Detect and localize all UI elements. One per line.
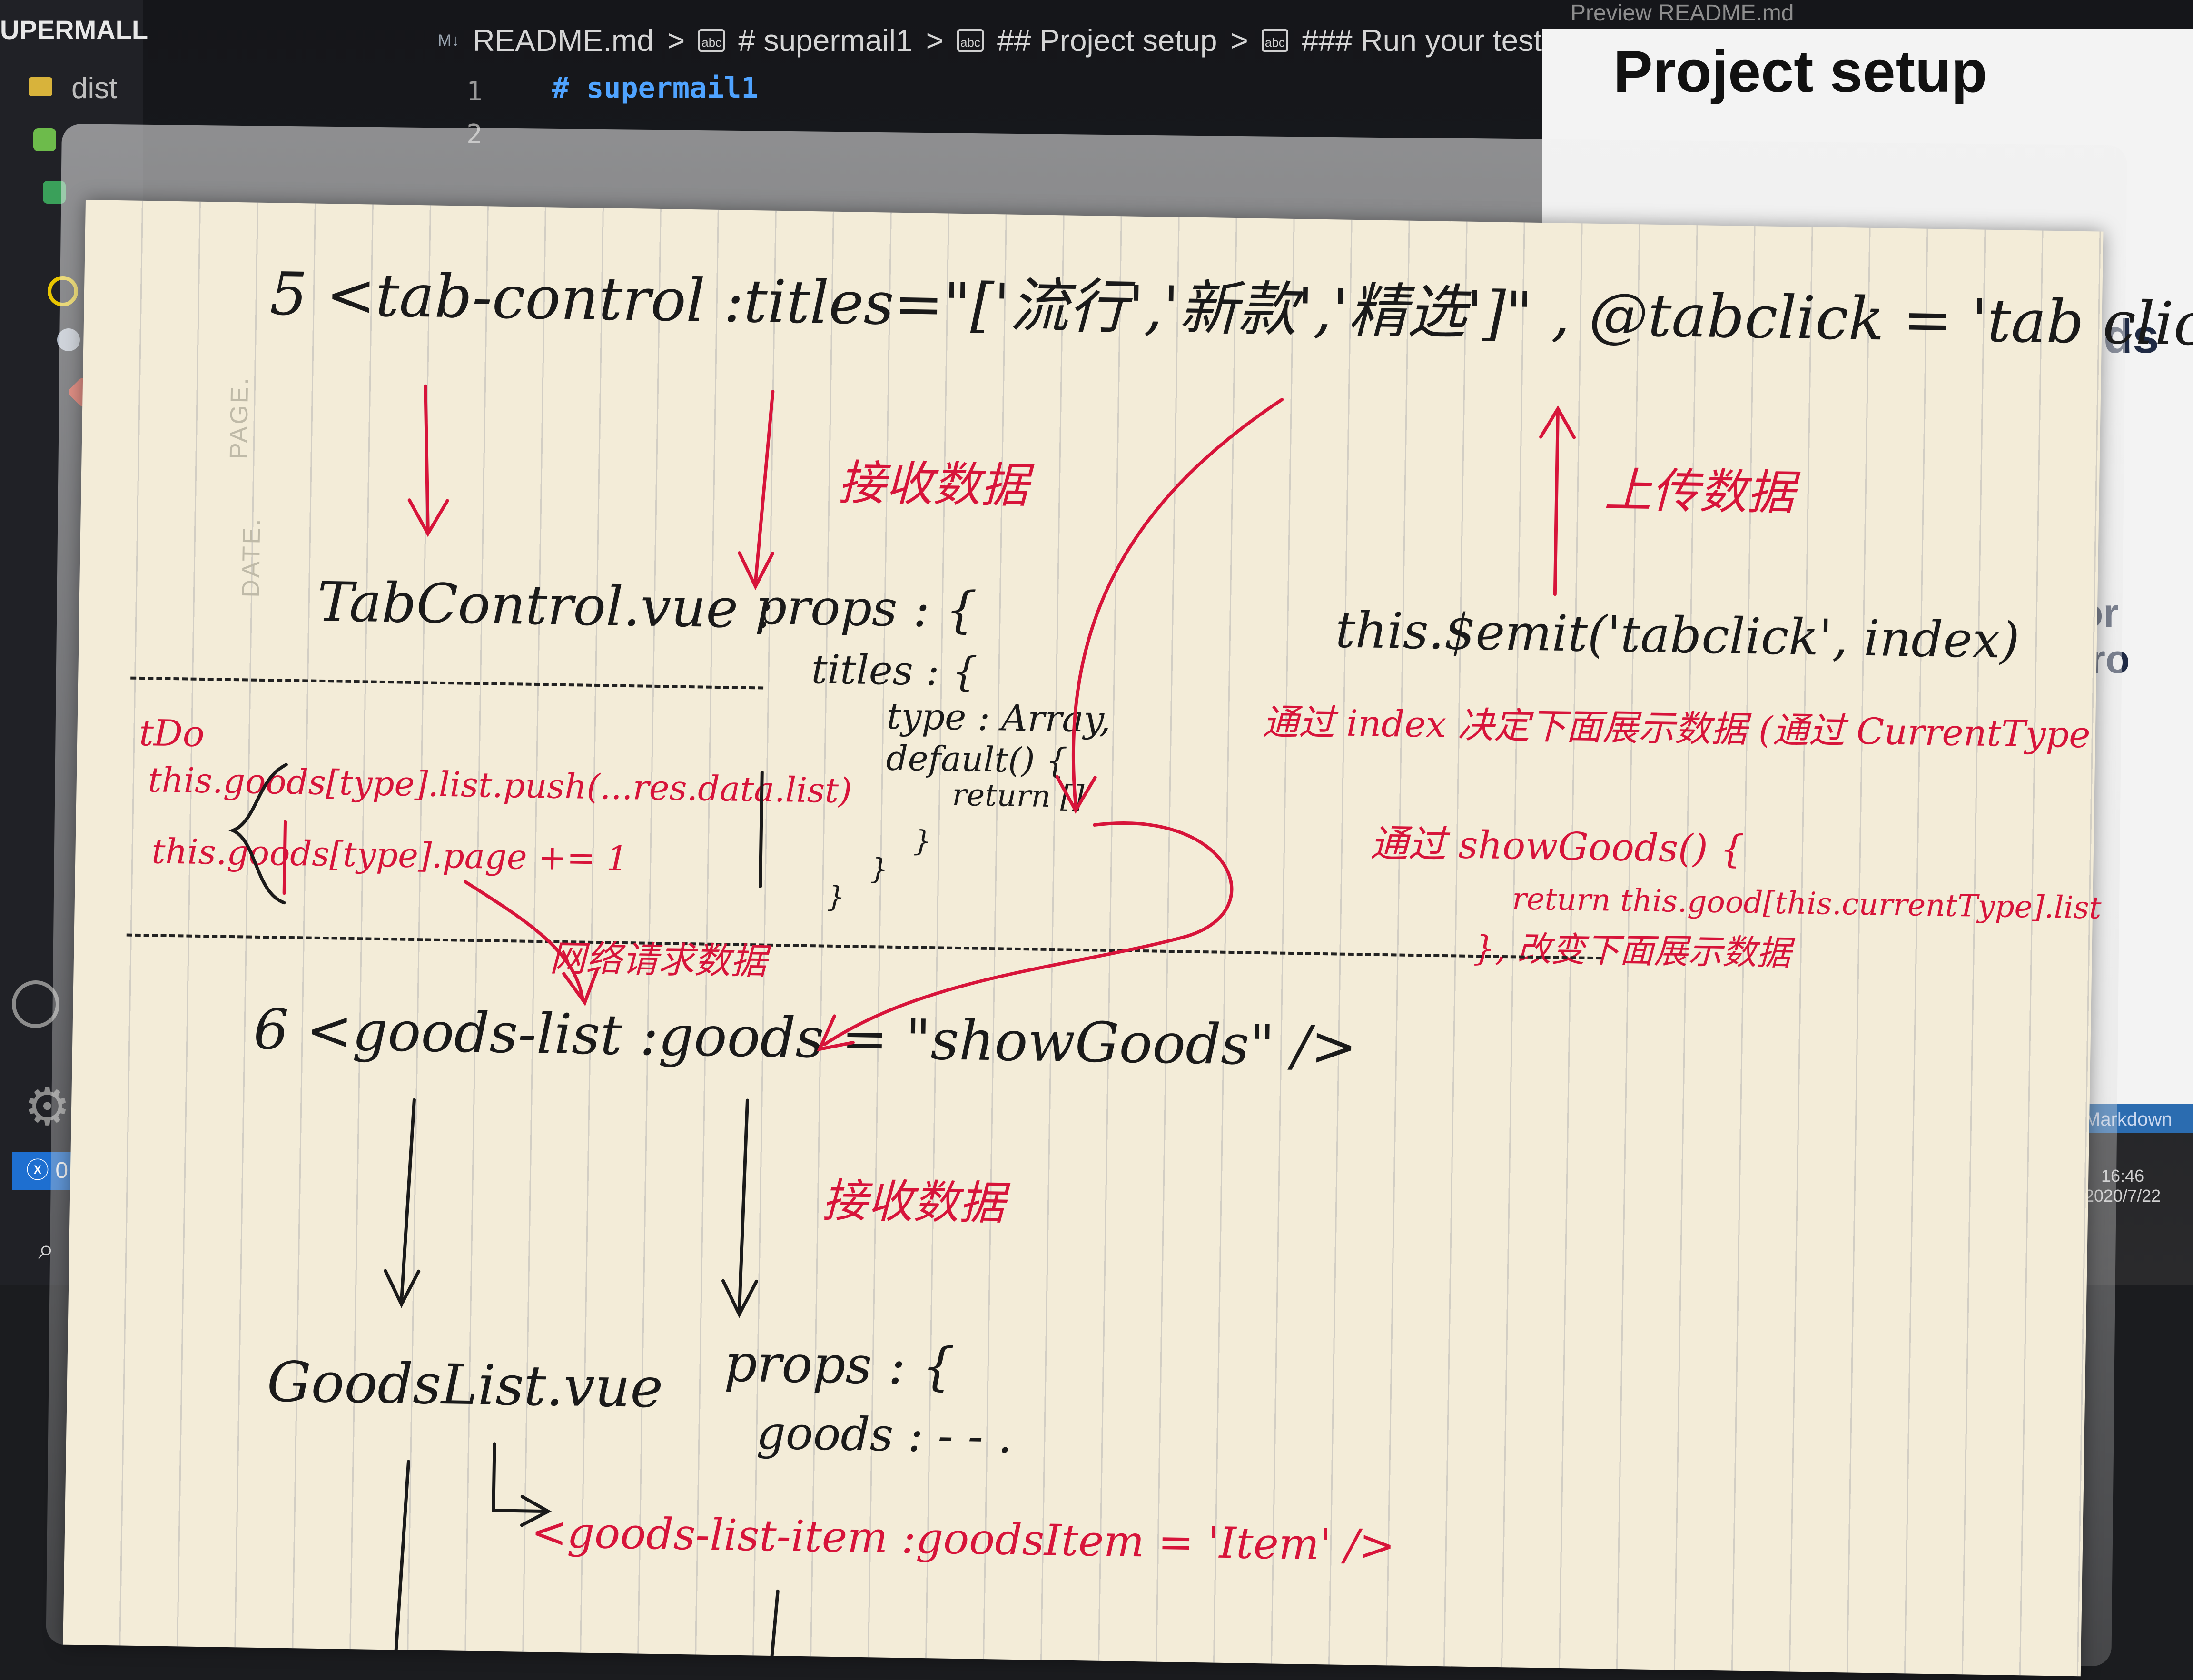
bracket-line <box>759 770 764 888</box>
preview-heading: Project setup <box>1613 39 1987 105</box>
brace-line <box>282 820 287 895</box>
arrow-head <box>520 1495 552 1527</box>
breadcrumb-item[interactable]: # supermail1 <box>738 23 913 58</box>
arrow-down <box>400 1098 416 1302</box>
arrow-down <box>738 1098 749 1312</box>
arrow-head <box>562 968 599 1007</box>
file-icon <box>33 128 56 151</box>
notebook-page: PAGE. DATE. 5 <tab-control :titles="['流行… <box>63 200 2193 1677</box>
arrow-head <box>721 1279 758 1318</box>
arrow-head <box>384 1269 421 1308</box>
markdown-icon: M↓ <box>438 31 460 49</box>
chevron-right-icon: > <box>667 23 685 58</box>
heading-icon: abc <box>1261 29 1288 52</box>
folder-icon <box>29 77 52 96</box>
breadcrumb-item[interactable]: README.md <box>473 23 654 58</box>
chevron-right-icon: > <box>926 23 944 58</box>
arrow-head <box>1055 775 1097 814</box>
breadcrumb-item[interactable]: ## Project setup <box>997 23 1217 58</box>
arrow-down <box>754 390 775 583</box>
tree-item-dist[interactable]: dist <box>71 72 118 105</box>
code-line[interactable]: # supermail1 <box>552 71 759 105</box>
arrow-up <box>1553 412 1560 596</box>
explorer-title: UPERMALL <box>0 15 148 45</box>
heading-icon: abc <box>698 29 725 52</box>
arrow-down <box>424 384 430 531</box>
line-number: 1 <box>466 76 483 107</box>
chevron-right-icon: > <box>1230 23 1248 58</box>
curly-brace <box>228 763 288 905</box>
arrow-head <box>1539 405 1576 439</box>
page-line <box>394 1460 410 1652</box>
arrow-elbow <box>492 1442 548 1513</box>
breadcrumb-item[interactable]: ### Run your tests <box>1301 23 1558 58</box>
annotation-arrows <box>228 384 1576 1658</box>
heading-icon: abc <box>957 29 984 52</box>
arrow-curve <box>464 880 584 1000</box>
arrow-head <box>407 498 449 537</box>
breadcrumb: M↓ README.md > abc # supermail1 > abc ##… <box>438 19 1557 62</box>
page-line <box>770 1589 780 1658</box>
arrow-head <box>738 551 775 591</box>
preview-tab[interactable]: Preview README.md <box>1571 0 1794 26</box>
arrow-curve <box>1071 398 1284 808</box>
arrow-head <box>817 1014 855 1052</box>
arrow-curve <box>822 821 1234 1047</box>
